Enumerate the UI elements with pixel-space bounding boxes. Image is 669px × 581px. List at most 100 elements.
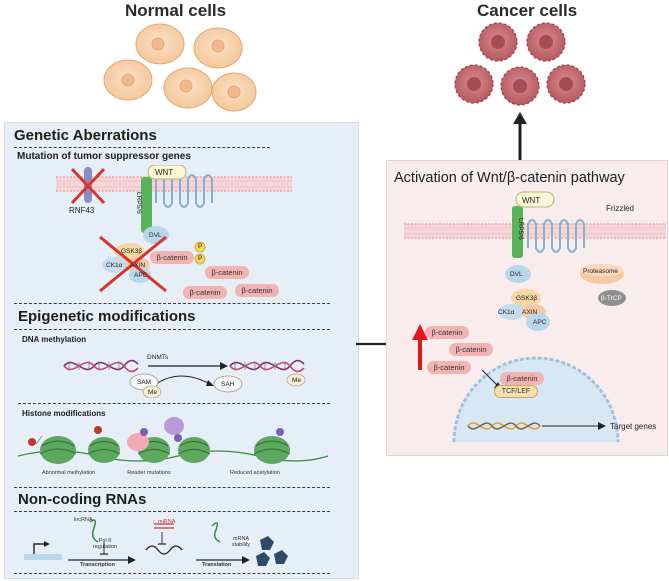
acetyl-mark-icon [140, 428, 148, 436]
beta-catenin-pill: β-catenin [235, 284, 279, 297]
dvl-label: DVL [510, 271, 523, 278]
nucleosome-icon [177, 437, 211, 463]
apc-label: APC [134, 272, 148, 279]
lncrna-label: lncRNA [74, 517, 93, 523]
caption-reader-mutations: Reader mutations [127, 470, 171, 476]
caption-abnormal-methylation: Abnormal methylation [42, 470, 96, 476]
mrna-icon [145, 545, 183, 555]
normal-cells-illustration [103, 23, 257, 112]
proteasome-icon [580, 264, 624, 284]
dna-helix-icon [467, 422, 541, 430]
normal-cell [163, 67, 213, 109]
cancer-cell [546, 64, 586, 104]
cancer-cells-title: Cancer cells [477, 1, 578, 20]
methyl-group [142, 385, 162, 398]
ck1a-label: CK1α [106, 262, 123, 269]
axin-label: AXIN [130, 262, 146, 269]
proteasome-label: Proteasome [583, 268, 619, 275]
transcription-label: Transcription [80, 562, 115, 568]
wnt-ligand [515, 191, 555, 208]
methyl-mark-icon [94, 426, 102, 434]
cancer-cell [500, 66, 540, 106]
ck1a-label: CK1α [498, 309, 515, 316]
nucleosome-icon [87, 437, 121, 463]
promoter-arrow-icon [33, 543, 46, 554]
tumor-suppressor-subtitle: Mutation of tumor suppressor genes [17, 151, 191, 162]
dna-methylation-illustration [63, 359, 306, 398]
cancer-cell [478, 22, 518, 62]
translation-label: Translation [202, 562, 232, 568]
histone-illustration [18, 417, 328, 464]
dvl-protein [505, 265, 531, 283]
up-arrow-icon [513, 112, 527, 160]
dnmts-label: DNMTs [147, 354, 169, 361]
mirna-label: miRNA [158, 519, 176, 525]
divider [14, 487, 330, 488]
red-cross-icon [99, 235, 167, 293]
mrna-icon [211, 522, 221, 543]
divider [14, 511, 330, 512]
methyl-group [286, 373, 306, 387]
target-genes-label: Target genes [610, 422, 657, 431]
destruction-complex [498, 289, 550, 331]
normal-cell [211, 72, 257, 112]
genetic-aberrations-title: Genetic Aberrations [14, 127, 157, 144]
ncrna-title: Non-coding RNAs [18, 491, 147, 508]
sah-molecule [213, 375, 243, 393]
protein-icon [256, 536, 288, 566]
lrp-receptor [141, 177, 152, 233]
tcf-lef-box: TCF/LEF [494, 385, 538, 398]
gsk3b-label: GSK3β [516, 295, 538, 302]
reader-protein [127, 433, 149, 451]
ncrna-illustration [24, 519, 288, 566]
normal-cell [193, 27, 243, 69]
beta-catenin-pill: β-catenin [425, 326, 469, 339]
caption-reduced-acetylation: Reduced acetylation [230, 470, 280, 476]
btrcp-protein [598, 290, 626, 306]
me-label: Me [148, 389, 158, 396]
pathway-title: Activation of Wnt/β-catenin pathway [394, 170, 625, 186]
divider [14, 303, 330, 304]
cancer-cell [454, 64, 494, 104]
beta-catenin-pill: β-catenin [205, 266, 249, 279]
acetyl-mark-icon [276, 428, 284, 436]
lncrna-icon [89, 519, 99, 543]
red-cross-icon [70, 167, 106, 205]
dna-methylation-title: DNA methylation [22, 335, 87, 344]
divider [14, 573, 330, 574]
normal-cell [135, 23, 185, 65]
nucleosome-icon [253, 436, 291, 464]
sah-label: SAH [221, 381, 235, 388]
beta-catenin-pill: β-catenin [500, 372, 544, 385]
gene-body [24, 554, 62, 560]
frizzled-receptor [527, 219, 585, 253]
rnf43-label: RNF43 [69, 206, 95, 215]
mrna-stability-label: mRNA stability [231, 536, 251, 548]
normal-cell [103, 59, 153, 101]
destruction-complex [102, 243, 151, 283]
divider [18, 403, 330, 404]
histone-modifications-title: Histone modifications [22, 409, 106, 418]
phosphate-label: P [198, 243, 203, 250]
btrcp-label: β-TrCP [601, 295, 622, 302]
frizzled-receptor [155, 174, 213, 208]
wnt-label: WNT [522, 196, 541, 205]
beta-catenin-pill: β-catenin [150, 251, 194, 264]
nucleus [452, 356, 620, 443]
genetic-aberrations-illustration [56, 165, 292, 293]
mirna-down-arrow-icon: ↓ [152, 519, 155, 525]
sam-sah-arrow [155, 375, 211, 385]
normal-cells-title: Normal cells [125, 1, 227, 20]
mirna-duplex-icon [154, 523, 174, 529]
phosphate-label: P [198, 255, 203, 262]
gsk3b-label: GSK3β [121, 248, 143, 255]
apc-label: APC [533, 319, 547, 326]
frizzled-label: Frizzled [606, 204, 635, 213]
left-panel [4, 122, 359, 579]
lrp-label: LRP5/6 [135, 192, 142, 214]
me-label: Me [292, 377, 302, 384]
pol2-regulation-label: Pol II regulation [92, 538, 118, 550]
beta-catenin-pill: β-catenin [449, 343, 493, 356]
acetyl-mark-icon [174, 434, 182, 442]
dna-helix-icon [229, 359, 305, 373]
